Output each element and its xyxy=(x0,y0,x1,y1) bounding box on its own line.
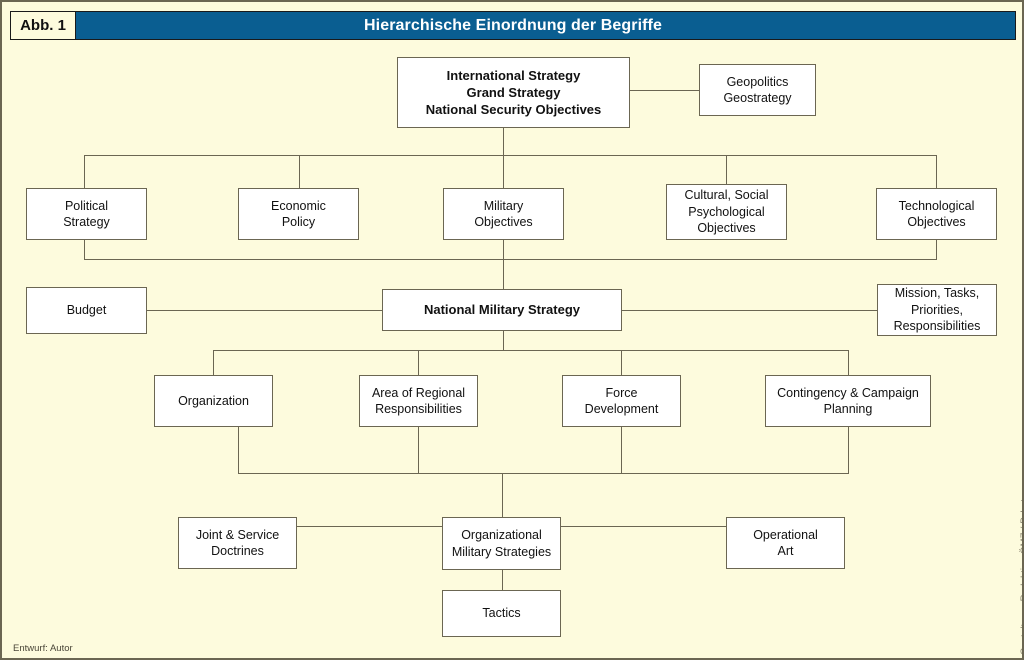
node-force-development-label: Force Development xyxy=(584,385,659,417)
figure-title: Hierarchische Einordnung der Begriffe xyxy=(364,16,662,34)
connector-drop-area-regional xyxy=(418,350,419,375)
node-cultural-social-psychological-objectives[interactable]: Cultural, Social Psychological Objective… xyxy=(666,184,787,240)
node-national-military-strategy-label: National Military Strategy xyxy=(423,302,581,318)
node-organizational-military-strategies[interactable]: Organizational Military Strategies xyxy=(442,517,561,570)
node-geopolitics[interactable]: Geopolitics Geostrategy xyxy=(699,64,816,116)
node-military-objectives[interactable]: Military Objectives xyxy=(443,188,564,240)
connector-budget-to-nms xyxy=(147,310,383,311)
connector-drop-technological-objectives xyxy=(936,155,937,188)
connector-drop-economic-policy xyxy=(299,155,300,188)
connector-area-regional-down xyxy=(418,427,419,473)
node-military-objectives-label: Military Objectives xyxy=(474,198,533,230)
node-area-of-regional-responsibilities-label: Area of Regional Responsibilities xyxy=(371,385,466,417)
node-tactics[interactable]: Tactics xyxy=(442,590,561,637)
node-technological-objectives-label: Technological Objectives xyxy=(898,198,975,230)
node-national-military-strategy[interactable]: National Military Strategy xyxy=(382,289,622,331)
connector-level4-bus xyxy=(213,350,849,351)
node-operational-art[interactable]: Operational Art xyxy=(726,517,845,569)
node-tactics-label: Tactics xyxy=(482,606,521,621)
connector-drop-force-development xyxy=(621,350,622,375)
node-organization-label: Organization xyxy=(178,393,249,408)
connector-level5-stem xyxy=(502,473,503,526)
node-political-strategy[interactable]: Political Strategy xyxy=(26,188,147,240)
node-mission-tasks-priorities-responsibilities[interactable]: Mission, Tasks, Priorities, Responsibili… xyxy=(877,284,997,336)
node-force-development[interactable]: Force Development xyxy=(562,375,681,427)
node-joint-and-service-doctrines-label: Joint & Service Doctrines xyxy=(195,527,280,559)
connector-nms-stem xyxy=(503,331,504,351)
connector-level2-bus xyxy=(84,155,937,156)
node-mission-tasks-priorities-responsibilities-label: Mission, Tasks, Priorities, Responsibili… xyxy=(893,286,981,334)
node-operational-art-label: Operational Art xyxy=(753,527,818,559)
connector-organization-down xyxy=(238,427,239,473)
credit-right-vertical: Gestaltung: Redaktion ÖMZ / P. Lutz xyxy=(1019,494,1024,656)
connector-top-stem xyxy=(503,128,504,156)
connector-level4-merge-bus xyxy=(238,473,849,474)
node-top-strategy-label: International Strategy Grand Strategy Na… xyxy=(425,67,602,118)
connector-oms-to-tactics xyxy=(502,570,503,590)
connector-level2-merge-bus xyxy=(84,259,937,260)
connector-nms-to-mission xyxy=(622,310,877,311)
node-joint-and-service-doctrines[interactable]: Joint & Service Doctrines xyxy=(178,517,297,569)
connector-drop-cultural-social xyxy=(726,155,727,188)
node-technological-objectives[interactable]: Technological Objectives xyxy=(876,188,997,240)
credit-bottom-left: Entwurf: Autor xyxy=(13,643,73,654)
connector-top-to-geopolitics xyxy=(630,90,699,91)
figure-number-label: Abb. 1 xyxy=(10,11,76,40)
node-contingency-and-campaign-planning-label: Contingency & Campaign Planning xyxy=(777,385,919,417)
connector-military-objectives-to-nms xyxy=(503,240,504,289)
connector-technological-objectives-down xyxy=(936,240,937,260)
connector-drop-military-objectives xyxy=(503,155,504,188)
figure-header-bar: Hierarchische Einordnung der Begriffe xyxy=(10,11,1016,40)
node-area-of-regional-responsibilities[interactable]: Area of Regional Responsibilities xyxy=(359,375,478,427)
connector-contingency-campaign-down xyxy=(848,427,849,473)
node-geopolitics-label: Geopolitics Geostrategy xyxy=(723,74,792,106)
node-organization[interactable]: Organization xyxy=(154,375,273,427)
connector-drop-political-strategy xyxy=(84,155,85,188)
node-contingency-and-campaign-planning[interactable]: Contingency & Campaign Planning xyxy=(765,375,931,427)
node-cultural-social-psychological-objectives-label: Cultural, Social Psychological Objective… xyxy=(684,188,769,236)
node-budget[interactable]: Budget xyxy=(26,287,147,334)
node-political-strategy-label: Political Strategy xyxy=(63,198,110,230)
node-economic-policy[interactable]: Economic Policy xyxy=(238,188,359,240)
node-budget-label: Budget xyxy=(66,303,107,318)
node-organizational-military-strategies-label: Organizational Military Strategies xyxy=(451,528,552,559)
connector-drop-organization xyxy=(213,350,214,375)
connector-force-development-down xyxy=(621,427,622,473)
node-top-strategy[interactable]: International Strategy Grand Strategy Na… xyxy=(397,57,630,128)
connector-political-strategy-down xyxy=(84,240,85,260)
connector-drop-contingency-campaign xyxy=(848,350,849,375)
node-economic-policy-label: Economic Policy xyxy=(271,198,326,230)
